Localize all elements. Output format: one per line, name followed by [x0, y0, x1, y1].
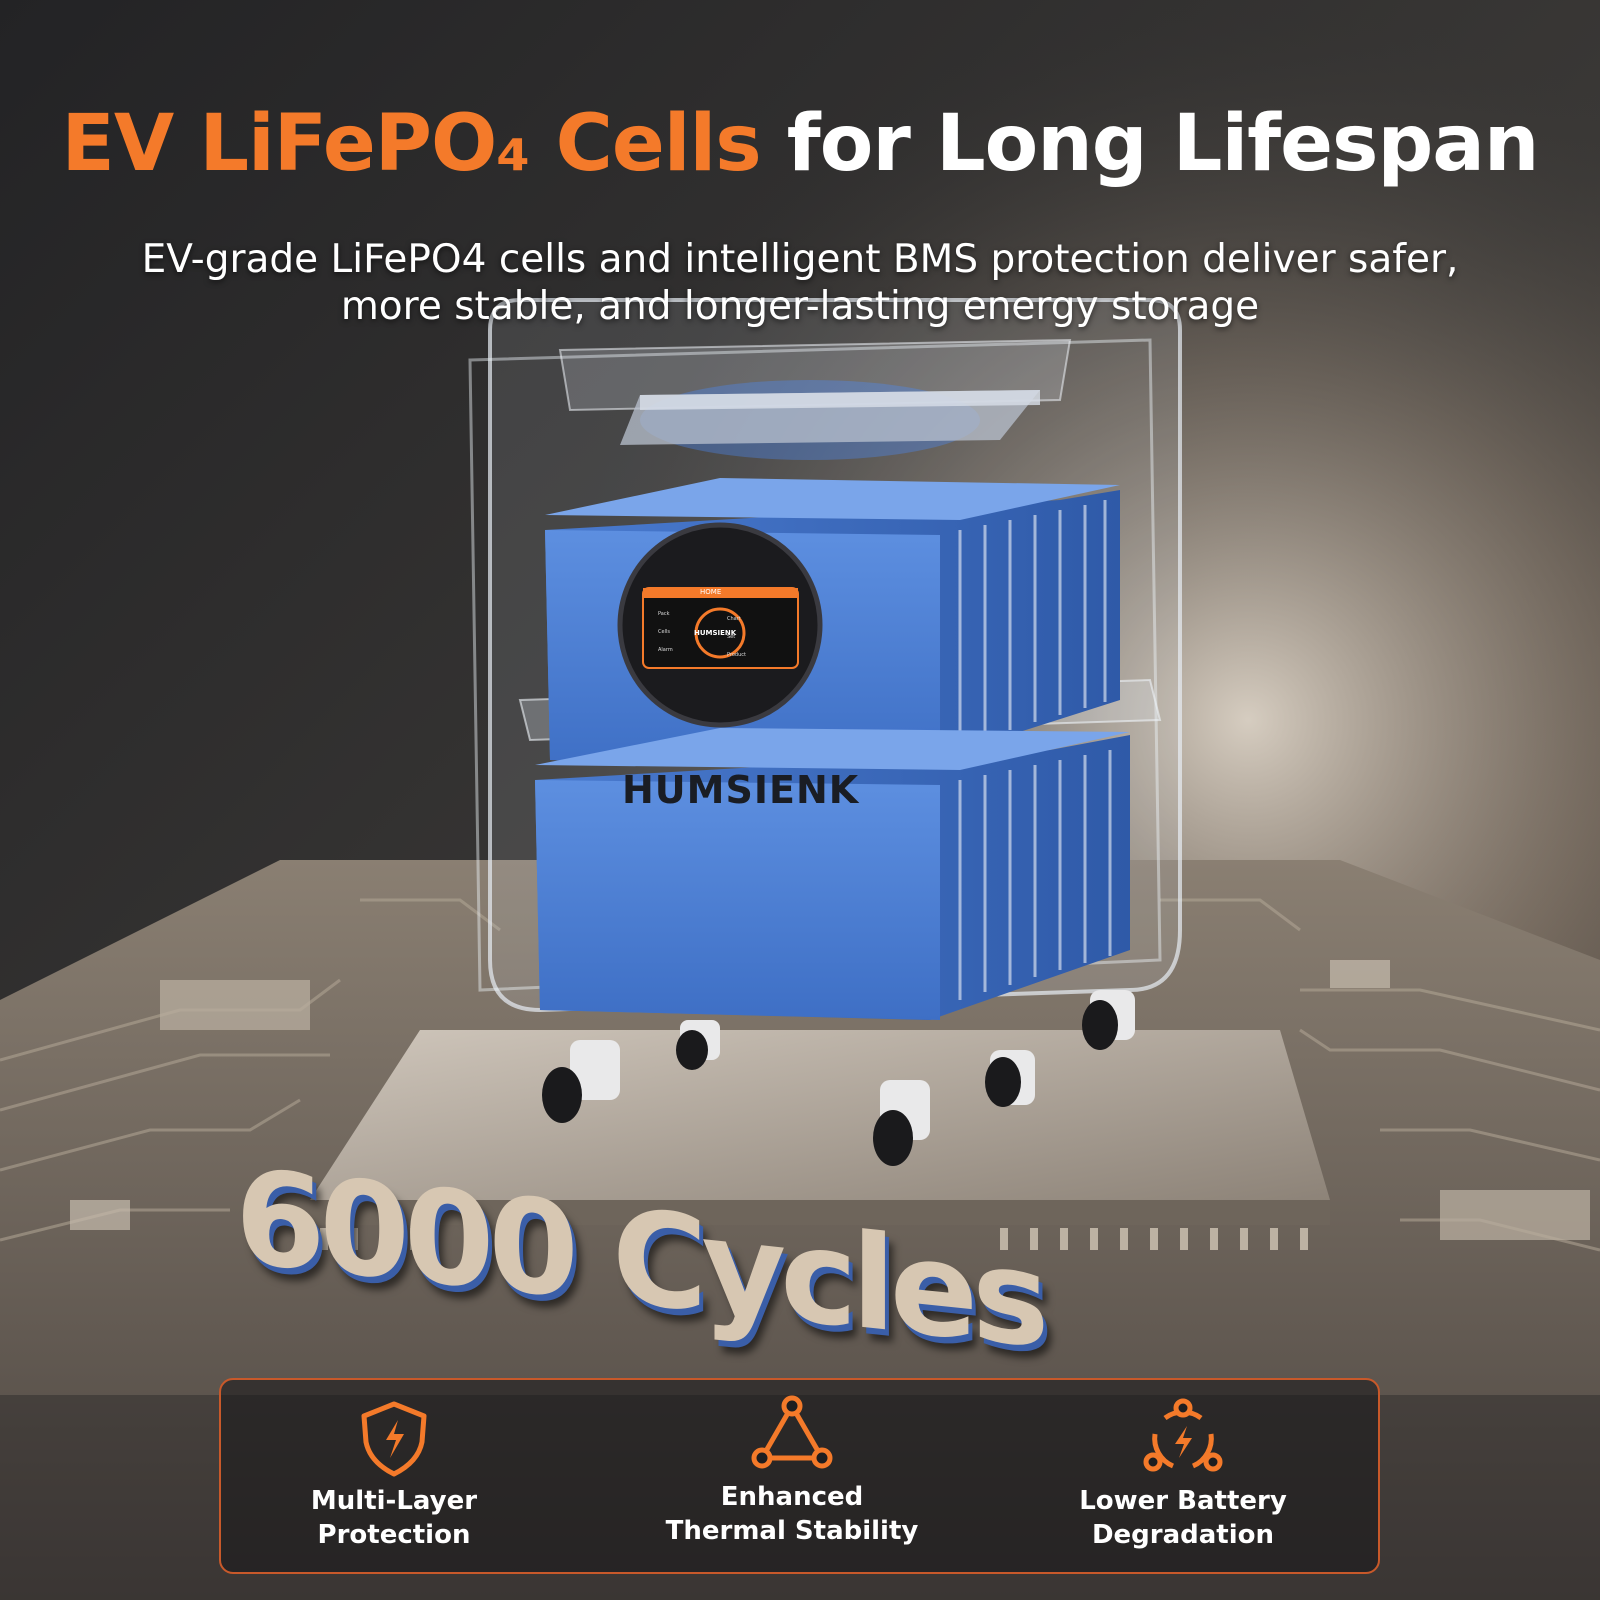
feature-lower-degradation: Lower Battery Degradation	[1018, 1398, 1348, 1552]
cycle-bolt-icon	[1143, 1398, 1223, 1472]
lower-battery-module	[535, 728, 1130, 1020]
feature-label: Multi-Layer	[310, 1486, 478, 1516]
brand-logo: HUMSIENK	[622, 768, 860, 812]
display-menu-item: Cells	[658, 629, 670, 635]
display-menu-left: Pack Cells Alarm	[658, 605, 673, 659]
feature-thermal-stability: Enhanced Thermal Stability	[627, 1394, 957, 1548]
display-title: HOME	[700, 588, 722, 596]
upper-battery-module	[545, 478, 1120, 770]
shield-bolt-icon	[361, 1401, 427, 1477]
triangle-nodes-icon	[751, 1395, 833, 1469]
feature-multi-layer-protection: Multi-Layer Protection	[229, 1398, 559, 1552]
subtitle: EV-grade LiFePO4 cells and intelligent B…	[0, 236, 1600, 330]
display-menu-item: Chart	[727, 616, 741, 622]
feature-label: Thermal Stability	[665, 1516, 919, 1546]
display-brand: HUMSIENK	[694, 629, 737, 637]
feature-label: Protection	[317, 1520, 471, 1550]
page-title: EV LiFePO₄ Cells for Long Lifespan	[0, 105, 1600, 183]
feature-label: Degradation	[1091, 1520, 1275, 1550]
subtitle-line: EV-grade LiFePO4 cells and intelligent B…	[141, 237, 1459, 282]
display-menu-item: Alarm	[658, 647, 673, 653]
feature-label: Enhanced	[720, 1482, 864, 1512]
title-accent: EV LiFePO₄ Cells	[61, 99, 762, 189]
feature-label: Lower Battery	[1079, 1486, 1287, 1516]
caster-wheels	[542, 990, 1135, 1166]
display-menu-item: Set	[727, 634, 736, 640]
features-panel: Multi-Layer Protection Enhanced Thermal …	[219, 1378, 1380, 1574]
display-menu-right: Chart Set Product	[727, 610, 746, 664]
display-menu-item: Pack	[658, 611, 670, 617]
title-rest: for Long Lifespan	[786, 99, 1540, 189]
subtitle-line: more stable, and longer-lasting energy s…	[340, 284, 1260, 329]
display-menu-item: Product	[727, 652, 746, 658]
